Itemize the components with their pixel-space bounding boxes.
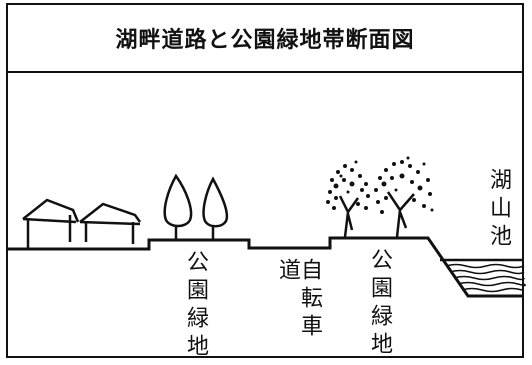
diagram-title: 湖畔道路と公園緑地帯断面図: [115, 28, 415, 53]
broadleaf-tree-right: [374, 156, 434, 238]
label-bicycle-road: 自転車道: [275, 258, 322, 342]
ground-profile: [8, 236, 524, 298]
lake-water: [440, 258, 526, 293]
house-right: [79, 202, 142, 244]
poplar-tree-right: [202, 176, 229, 240]
diagram-frame: 湖畔道路と公園緑地帯断面図: [6, 3, 524, 358]
title-bar: 湖畔道路と公園緑地帯断面図: [8, 5, 522, 73]
label-park-green-left: 公園緑地: [183, 250, 208, 362]
house-left: [22, 198, 80, 248]
poplar-tree-left: [163, 173, 193, 240]
broadleaf-tree-left: [326, 160, 370, 238]
label-lake: 湖山池: [486, 168, 511, 252]
label-park-green-right: 公園緑地: [367, 248, 392, 360]
